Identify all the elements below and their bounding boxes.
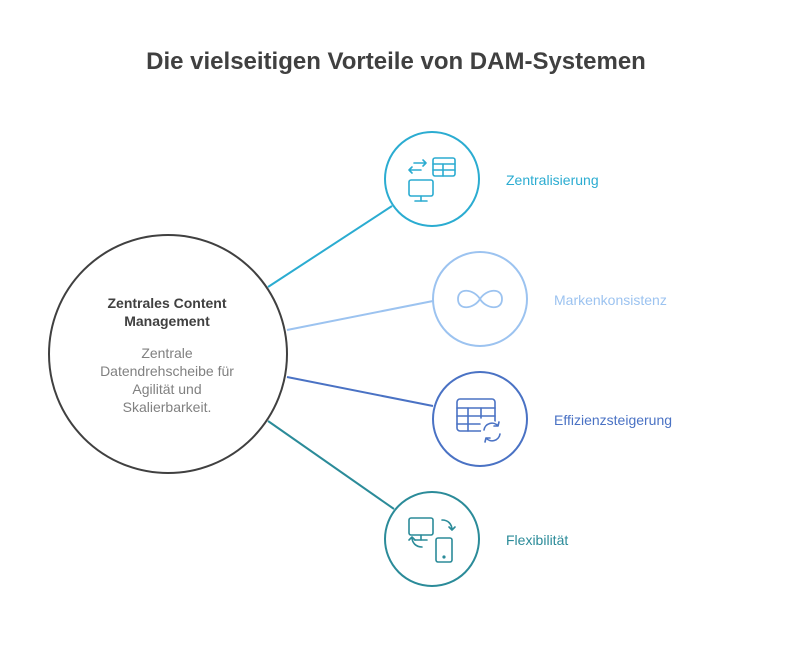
label-markenkonsistenz: Markenkonsistenz (554, 292, 667, 308)
hub-desc-line: Skalierbarkeit. (122, 399, 212, 415)
hub-circle (48, 234, 288, 474)
infinity-icon (457, 289, 503, 309)
page-title: Die vielseitigen Vorteile von DAM-System… (146, 48, 646, 75)
hub-title-line: Zentrales Content (107, 295, 227, 311)
connector-markenkonsistenz (286, 300, 434, 331)
label-zentralisierung: Zentralisierung (506, 172, 599, 188)
hub-desc-line: Zentrale (141, 345, 193, 361)
sync-table-monitor-icon (408, 157, 456, 202)
hub-text: Zentrales Content Management Zentrale Da… (62, 294, 272, 416)
connector-effizienzsteigerung (286, 376, 434, 407)
hub-title-line: Management (124, 313, 210, 329)
label-effizienzsteigerung: Effizienzsteigerung (554, 412, 673, 428)
table-refresh-icon (456, 398, 503, 443)
connector-zentralisierung (267, 205, 393, 288)
node-circle-zentralisierung[interactable] (384, 131, 480, 227)
monitor-phone-sync-icon (408, 517, 456, 563)
label-flexibilitaet: Flexibilität (506, 532, 569, 548)
hub-desc-line: Agilität und (132, 381, 202, 397)
node-circle-effizienzsteigerung[interactable] (432, 371, 528, 467)
connector-flexibilitaet (267, 420, 395, 510)
hub-title: Zentrales Content Management (62, 294, 272, 330)
node-circle-flexibilitaet[interactable] (384, 491, 480, 587)
hub-description: Zentrale Datendrehscheibe für Agilität u… (62, 344, 272, 416)
hub-desc-line: Datendrehscheibe für (100, 363, 234, 379)
